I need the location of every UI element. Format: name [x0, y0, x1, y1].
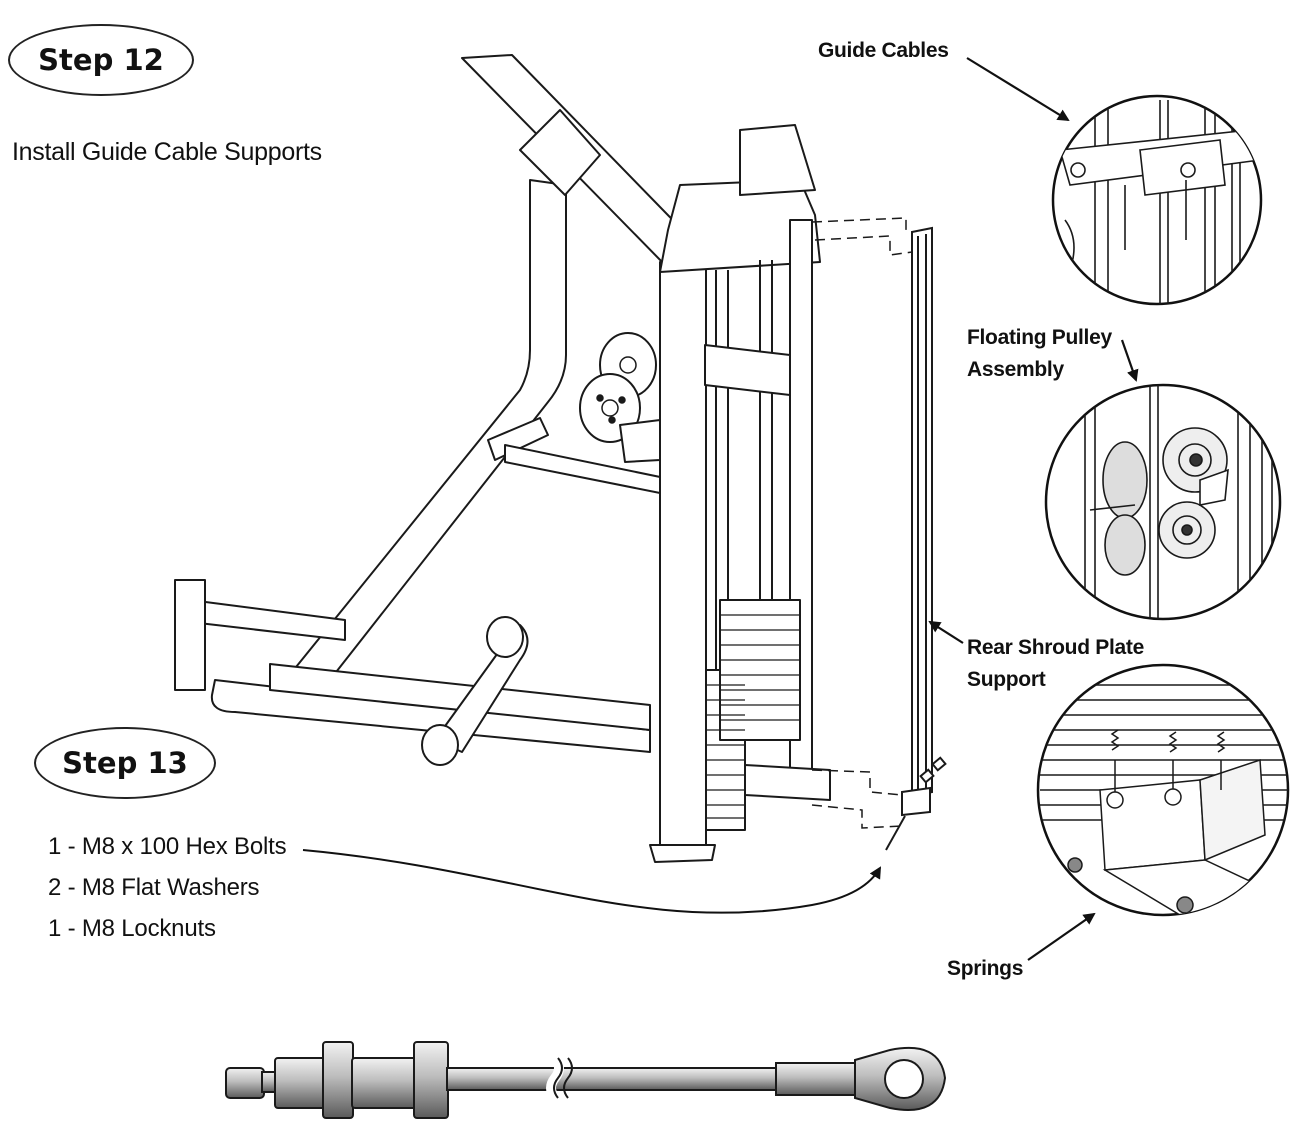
callout-floating-pulley-line1: Floating Pulley [967, 326, 1112, 349]
guide-cables-detail-icon [1051, 94, 1263, 306]
gym-machine-frame-icon [174, 54, 831, 863]
step-12-badge: Step 12 [8, 24, 194, 96]
rear-shroud-plate-support [901, 226, 933, 817]
guide-cable-hardware-icon [225, 1041, 947, 1119]
step-12-label: Step 12 [38, 43, 164, 77]
part-locknuts: 1 - M8 Locknuts [48, 915, 216, 942]
step-13-label: Step 13 [62, 746, 188, 780]
springs-detail-icon [1036, 663, 1290, 917]
floating-pulley-detail-icon [1044, 383, 1282, 621]
part-hex-bolts: 1 - M8 x 100 Hex Bolts [48, 833, 287, 860]
callout-rear-shroud-line2: Support [967, 668, 1046, 691]
callout-floating-pulley-line2: Assembly [967, 358, 1064, 381]
callout-floating-pulley: Floating Pulley Assembly [967, 322, 1112, 386]
callout-rear-shroud-line1: Rear Shroud Plate [967, 636, 1144, 659]
part-flat-washers: 2 - M8 Flat Washers [48, 874, 260, 901]
callout-springs: Springs [947, 957, 1024, 980]
step-12-title: Install Guide Cable Supports [12, 138, 322, 166]
step-13-parts-list: 1 - M8 x 100 Hex Bolts 2 - M8 Flat Washe… [48, 826, 287, 949]
step-13-badge: Step 13 [34, 727, 216, 799]
callout-rear-shroud: Rear Shroud Plate Support [967, 632, 1144, 696]
callout-guide-cables: Guide Cables [818, 39, 949, 62]
hex-bolt-arrow [302, 849, 882, 914]
